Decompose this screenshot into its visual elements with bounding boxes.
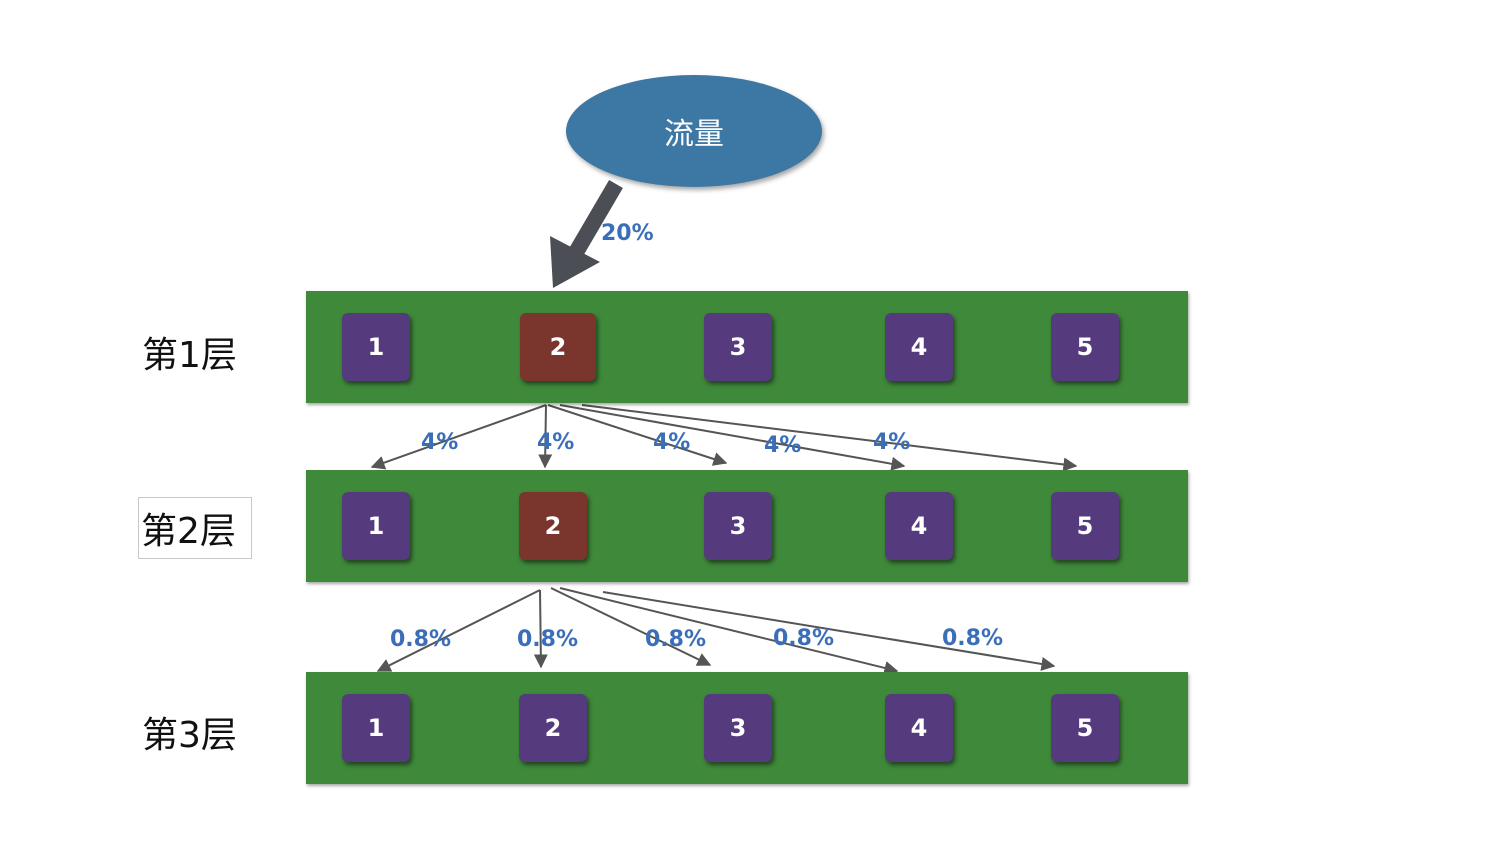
layer-2-band: 1 2 3 4 5 <box>306 470 1188 582</box>
flow-1-arrow-4 <box>559 404 906 471</box>
traffic-source-label: 流量 <box>664 117 724 152</box>
layer-3-band: 1 2 3 4 5 <box>306 672 1188 784</box>
layer-1-cell-2: 2 <box>520 313 596 381</box>
layer-2-cell-1: 1 <box>342 492 410 560</box>
layer-2-label[interactable]: 第2层 <box>138 497 252 559</box>
layer-1-cell-1: 1 <box>342 313 410 381</box>
layer-1-cell-3: 3 <box>704 313 772 381</box>
layer-2-cell-3: 3 <box>704 492 772 560</box>
layer-3-label: 第3层 <box>142 715 237 756</box>
flow-1-label-3: 4% <box>653 430 691 455</box>
flow-1-label-5: 4% <box>873 430 911 455</box>
flow-1-label-2: 4% <box>537 430 575 455</box>
layer-1-cell-4: 4 <box>885 313 953 381</box>
layer-1-label: 第1层 <box>142 335 237 376</box>
traffic-source-node: 流量 <box>566 75 822 187</box>
layer-1-cell-5: 5 <box>1051 313 1119 381</box>
flow-2-label-2: 0.8% <box>517 627 579 652</box>
flow-2-label-4: 0.8% <box>773 626 835 651</box>
flow-1-label-1: 4% <box>421 430 459 455</box>
layer-2-cell-4: 4 <box>885 492 953 560</box>
layer-1-band: 1 2 3 4 5 <box>306 291 1188 403</box>
flow-2-arrow-4 <box>559 587 899 675</box>
layer-3-cell-1: 1 <box>342 694 410 762</box>
layer-3-cell-3: 3 <box>704 694 772 762</box>
flow-1-label-4: 4% <box>764 433 802 458</box>
source-flow-label: 20% <box>601 221 654 246</box>
layer-2-cell-5: 5 <box>1051 492 1119 560</box>
layer-3-cell-2: 2 <box>519 694 587 762</box>
flow-1-arrow-3 <box>547 404 728 466</box>
flow-2-label-5: 0.8% <box>942 626 1004 651</box>
flow-2-label-1: 0.8% <box>390 627 452 652</box>
layer-3-cell-4: 4 <box>885 694 953 762</box>
layer-2-cell-2: 2 <box>519 492 587 560</box>
flow-2-label-3: 0.8% <box>645 627 707 652</box>
flow-1-arrow-1 <box>370 404 547 470</box>
layer-3-cell-5: 5 <box>1051 694 1119 762</box>
